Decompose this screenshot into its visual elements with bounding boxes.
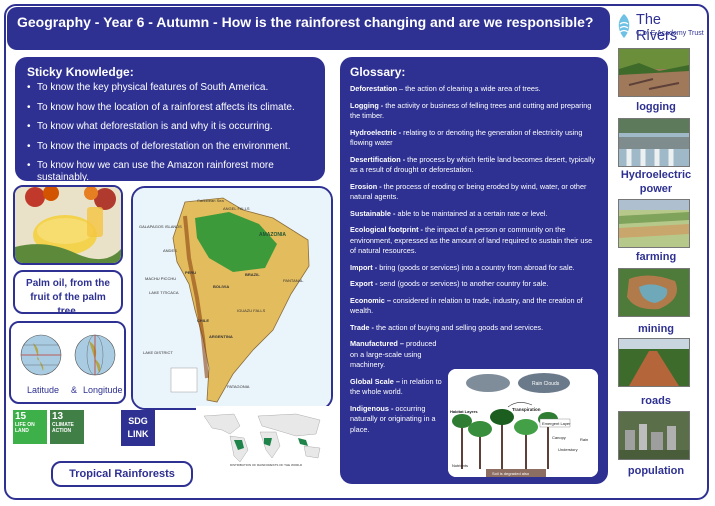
map-label-iguazu: IGUAZU FALLS xyxy=(237,308,266,313)
understory-label: Understory xyxy=(558,447,578,452)
rivers-logo-icon xyxy=(618,14,630,38)
map-label-angel-falls: ANGEL FALLS xyxy=(223,206,250,211)
sdg-15-icon: 15 LIFE ON LAND xyxy=(13,410,47,444)
map-label-galapagos: GALAPAGOS ISLANDS xyxy=(139,224,182,229)
roads-photo xyxy=(618,338,690,387)
glossary-entry: Global Scale – in relation to the whole … xyxy=(350,376,442,397)
glossary-entry: Trade - the action of buying and selling… xyxy=(350,322,544,332)
map-label-lake-titicaca: LAKE TITICACA xyxy=(149,290,179,295)
page-title: Geography - Year 6 - Autumn - How is the… xyxy=(7,7,610,50)
logo-name: The Rivers xyxy=(636,12,678,44)
logo-subtitle: C of E Academy Trust xyxy=(636,30,704,37)
glossary-entry: Sustainable - able to be maintained at a… xyxy=(350,208,548,218)
sdg-link-label: SDG LINK xyxy=(121,410,155,446)
hydroelectric-photo xyxy=(618,118,690,167)
roads-label: roads xyxy=(641,395,671,407)
map-label-amazonia: AMAZONIA xyxy=(259,232,286,238)
logging-photo xyxy=(618,48,690,97)
sticky-knowledge-list: To know the key physical features of Sou… xyxy=(27,82,315,184)
mining-photo xyxy=(618,268,690,317)
tropical-rainforests-label: Tropical Rainforests xyxy=(51,461,193,487)
map-label-chile: CHILE xyxy=(197,318,209,323)
latitude-label: Latitude xyxy=(27,385,60,395)
ampersand-label: & xyxy=(71,385,78,395)
mining-label: mining xyxy=(637,323,675,335)
south-america-map: AMAZONIA BRAZIL PERU BOLIVIA ARGENTINA C… xyxy=(133,188,331,408)
soil-label: Soil is degraded also xyxy=(492,471,530,476)
transpiration-label: Transpiration xyxy=(512,407,541,412)
longitude-globe-icon xyxy=(74,334,116,376)
list-item: To know what deforestation is and why it… xyxy=(27,121,315,133)
south-america-map-box: AMAZONIA BRAZIL PERU BOLIVIA ARGENTINA C… xyxy=(131,186,333,410)
map-label-lake-district: LAKE DISTRICT xyxy=(143,350,173,355)
sticky-knowledge-heading: Sticky Knowledge: xyxy=(27,65,134,79)
rainforest-diagram-image: Rain Clouds Transpiration Habitat Layers… xyxy=(448,369,598,477)
canopy-label: Canopy xyxy=(552,435,566,440)
glossary-entry: Import - bring (goods or services) into … xyxy=(350,262,575,272)
rain-label: Rain xyxy=(580,437,588,442)
map-label-caribbean: Caribbean Sea xyxy=(197,198,224,203)
glossary-entry: Desertification - the process by which f… xyxy=(350,154,595,175)
glossary-entry: Indigenous - occurring naturally or orig… xyxy=(350,403,436,434)
glossary-entry: Deforestation – the action of clearing a… xyxy=(350,84,541,93)
sdg-15-text: LIFE ON LAND xyxy=(15,422,35,434)
map-label-pantanal: PANTANAL xyxy=(283,278,304,283)
habitat-layers-label: Habitat Layers xyxy=(450,409,478,414)
list-item: To know how we can use the Amazon rainfo… xyxy=(27,160,315,184)
map-label-brazil: BRAZIL xyxy=(245,272,260,277)
world-map-caption: DISTRIBUTION OF RAINFORESTS OF THE WORLD xyxy=(230,463,303,467)
latitude-globe-icon xyxy=(20,334,62,376)
rain-clouds-label: Rain Clouds xyxy=(532,381,560,387)
globes-diagram xyxy=(11,323,124,381)
glossary-entry: Economic – considered in relation to tra… xyxy=(350,295,583,316)
farming-photo xyxy=(618,199,690,248)
trust-logo: The Rivers C of E Academy Trust xyxy=(614,12,706,44)
longitude-label: Longitude xyxy=(83,385,123,395)
list-item: To know the impacts of deforestation on … xyxy=(27,141,315,153)
sdg-15-number: 15 xyxy=(15,411,27,422)
hydroelectric-label: Hydroelectric power xyxy=(620,169,692,195)
population-label: population xyxy=(627,465,685,477)
glossary-entry: Hydroelectric - relating to or denoting … xyxy=(350,127,583,148)
map-legend xyxy=(170,367,198,393)
map-label-peru: PERU xyxy=(185,270,196,275)
emergent-layer-label: Emergent Layer xyxy=(542,421,571,426)
farming-label: farming xyxy=(635,251,677,263)
map-label-patagonia: PATAGONIA xyxy=(227,384,250,389)
sdg-13-number: 13 xyxy=(52,411,64,422)
palm-oil-image xyxy=(15,187,121,263)
sdg-13-text: CLIMATE ACTION xyxy=(52,422,74,434)
map-label-argentina: ARGENTINA xyxy=(209,334,233,339)
sticky-knowledge-panel: Sticky Knowledge: To know the key physic… xyxy=(15,57,325,184)
glossary-heading: Glossary: xyxy=(350,65,406,79)
latitude-longitude-box: Latitude & Longitude xyxy=(9,321,126,404)
rainforest-layers-diagram: Rain Clouds Transpiration Habitat Layers… xyxy=(448,369,598,477)
logging-label: logging xyxy=(636,101,676,113)
population-photo xyxy=(618,411,690,460)
palm-oil-photo xyxy=(13,185,123,265)
sdg-13-icon: 13 CLIMATE ACTION xyxy=(50,410,84,444)
glossary-entry: Ecological footprint - the impact of a p… xyxy=(350,225,593,255)
glossary-entry: Export - send (goods or services) to ano… xyxy=(350,279,549,288)
map-label-machu-picchu: MACHU PICCHU xyxy=(145,276,176,281)
world-map-image: DISTRIBUTION OF RAINFORESTS OF THE WORLD xyxy=(196,406,334,468)
glossary-entry: Erosion - the process of eroding or bein… xyxy=(350,181,587,202)
map-label-bolivia: BOLIVIA xyxy=(213,284,229,289)
world-rainforest-map: DISTRIBUTION OF RAINFORESTS OF THE WORLD xyxy=(196,406,334,468)
nutrients-label: Nutrients xyxy=(452,463,468,468)
glossary-entry: Manufactured – produced on a large-scale… xyxy=(350,339,437,369)
map-label-andes: ANDES xyxy=(163,248,177,253)
list-item: To know the key physical features of Sou… xyxy=(27,82,315,94)
palm-oil-caption: Palm oil, from the fruit of the palm tre… xyxy=(13,270,123,317)
glossary-panel: Glossary: Deforestation – the action of … xyxy=(340,57,608,484)
glossary-entry: Logging - the activity or business of fe… xyxy=(350,100,592,121)
page-border xyxy=(4,4,709,500)
list-item: To know how the location of a rainforest… xyxy=(27,102,315,114)
